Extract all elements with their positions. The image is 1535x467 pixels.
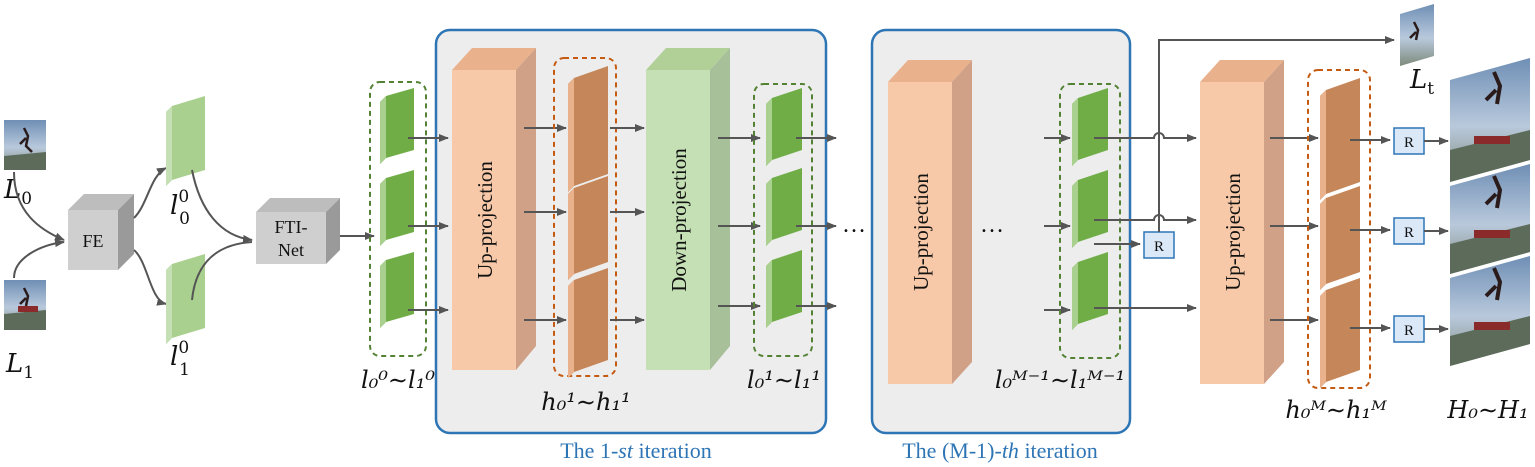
fti-net-block: FTI- Net bbox=[256, 198, 340, 264]
group-box-5 bbox=[1307, 69, 1371, 389]
feature-stack-1 bbox=[380, 88, 414, 328]
output-image-h-1 bbox=[1450, 58, 1530, 182]
iteration-caption-first: The 1-st iteration bbox=[560, 438, 712, 463]
input-label-l0: L0 bbox=[3, 175, 32, 209]
feature-stack-4 bbox=[1072, 88, 1108, 330]
fti-label-line2: Net bbox=[278, 240, 304, 260]
up-projection-block-3: Up-projection bbox=[1200, 60, 1284, 384]
reconstruction-label-2: R bbox=[1404, 225, 1414, 241]
group-label-2: h₀¹∼h₁¹ bbox=[541, 388, 631, 416]
group-label-3: l₀¹∼l₁¹ bbox=[747, 366, 821, 394]
group-label-4: l₀ᴹ⁻¹∼l₁ᴹ⁻¹ bbox=[995, 366, 1125, 394]
up-projection-label-3: Up-projection bbox=[1221, 173, 1245, 291]
ellipsis-inside-iteration: … bbox=[980, 212, 1004, 238]
up-projection-block-1: Up-projection bbox=[452, 48, 536, 370]
input-label-l1: L1 bbox=[5, 349, 34, 383]
fe-label: FE bbox=[82, 231, 103, 251]
input-image-l0 bbox=[4, 120, 46, 170]
group-box-1 bbox=[369, 81, 427, 357]
feature-l00 bbox=[166, 96, 205, 186]
output-image-lt bbox=[1400, 4, 1434, 66]
group-box-2 bbox=[553, 57, 617, 377]
down-projection-block: Down-projection bbox=[646, 48, 730, 370]
down-projection-label: Down-projection bbox=[667, 148, 691, 292]
reconstruction-block-2: R bbox=[1393, 217, 1425, 245]
feature-stack-3 bbox=[766, 88, 802, 328]
output-label-lt: Lt bbox=[1409, 65, 1434, 99]
reconstruction-label-3: R bbox=[1404, 323, 1414, 339]
output-label-h: H₀∼H₁ bbox=[1446, 396, 1528, 424]
input-image-l1 bbox=[4, 280, 46, 330]
feature-stack-2 bbox=[568, 66, 608, 378]
group-label-5: h₀ᴹ∼h₁ᴹ bbox=[1285, 396, 1387, 424]
up-projection-label-1: Up-projection bbox=[473, 161, 497, 279]
reconstruction-block-1: R bbox=[1393, 127, 1425, 155]
reconstruction-label-1: R bbox=[1404, 135, 1414, 151]
feature-stack-5 bbox=[1320, 78, 1360, 388]
up-projection-label-2: Up-projection bbox=[909, 173, 933, 291]
reconstruction-label-lt: R bbox=[1154, 239, 1164, 255]
group-label-1: l₀⁰∼l₁⁰ bbox=[361, 366, 435, 394]
iteration-caption-last: The (M-1)-th iteration bbox=[902, 438, 1098, 463]
fti-label-line1: FTI- bbox=[275, 217, 308, 237]
feature-l10 bbox=[166, 254, 205, 344]
up-projection-block-2: Up-projection bbox=[888, 60, 972, 384]
output-image-h-3 bbox=[1450, 256, 1530, 366]
ellipsis-between-iterations: … bbox=[842, 212, 866, 238]
reconstruction-block-3: R bbox=[1393, 315, 1425, 343]
fe-block: FE bbox=[68, 194, 134, 270]
output-image-h-2 bbox=[1450, 164, 1530, 274]
group-box-3 bbox=[753, 83, 813, 357]
